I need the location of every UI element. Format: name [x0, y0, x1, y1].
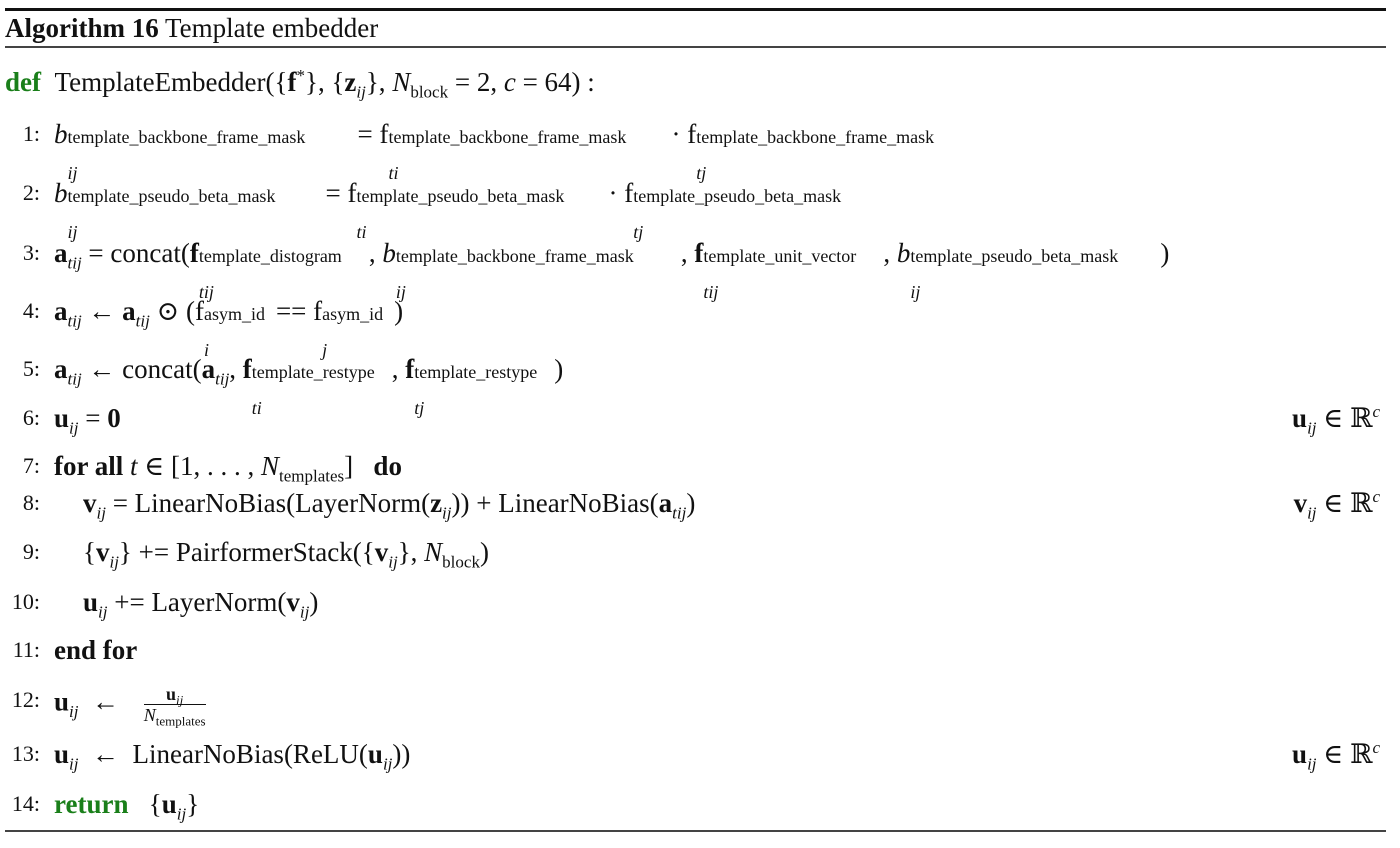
- line-number: 11:: [12, 637, 40, 662]
- top-rule: [5, 8, 1386, 11]
- line-content: {vij} += PairformerStack({vij}, Nblock): [83, 537, 489, 572]
- end-for-keyword: end for: [54, 635, 138, 665]
- line-comment: uij ∈ ℝc: [1292, 738, 1380, 774]
- line-number: 3:: [22, 240, 40, 265]
- line-number: 10:: [11, 589, 40, 614]
- bottom-rule: [5, 830, 1386, 832]
- function-name: TemplateEmbedder: [54, 67, 266, 97]
- header-rule: [5, 46, 1386, 48]
- line-number: 1:: [22, 121, 40, 146]
- for-keyword: for all: [54, 451, 124, 481]
- line-number: 7:: [22, 453, 40, 478]
- line-comment: vij ∈ ℝc: [1293, 487, 1380, 523]
- algorithm-name: Template embedder: [165, 13, 379, 43]
- line-content: vij = LinearNoBias(LayerNorm(zij)) + Lin…: [83, 488, 696, 523]
- line-number: 4:: [22, 298, 40, 323]
- line-comment: uij ∈ ℝc: [1292, 402, 1380, 438]
- line-content: return {uij}: [54, 789, 200, 824]
- return-keyword: return: [54, 789, 129, 819]
- line-number: 2:: [22, 180, 40, 205]
- do-keyword: do: [373, 451, 402, 481]
- algorithm-label: Algorithm 16: [5, 13, 159, 43]
- line-content: end for: [54, 634, 137, 666]
- line-number: 6:: [22, 405, 40, 430]
- line-number: 12:: [11, 687, 40, 712]
- algorithm-title: Algorithm 16 Template embedder: [5, 12, 378, 44]
- line-content: uij = 0: [54, 403, 121, 438]
- line-content: uij ← LinearNoBias(ReLU(uij)): [54, 739, 411, 774]
- def-keyword: def: [5, 67, 41, 97]
- line-number: 5:: [22, 356, 40, 381]
- line-number: 13:: [11, 741, 40, 766]
- function-signature: def TemplateEmbedder({f*}, {zij}, Nblock…: [5, 66, 595, 102]
- line-number: 9:: [22, 539, 40, 564]
- line-number: 8:: [22, 490, 40, 515]
- line-content: for all t ∈ [1, . . . , Ntemplates] do: [54, 451, 402, 486]
- line-number: 14:: [11, 791, 40, 816]
- line-content: uij += LayerNorm(vij): [83, 587, 319, 622]
